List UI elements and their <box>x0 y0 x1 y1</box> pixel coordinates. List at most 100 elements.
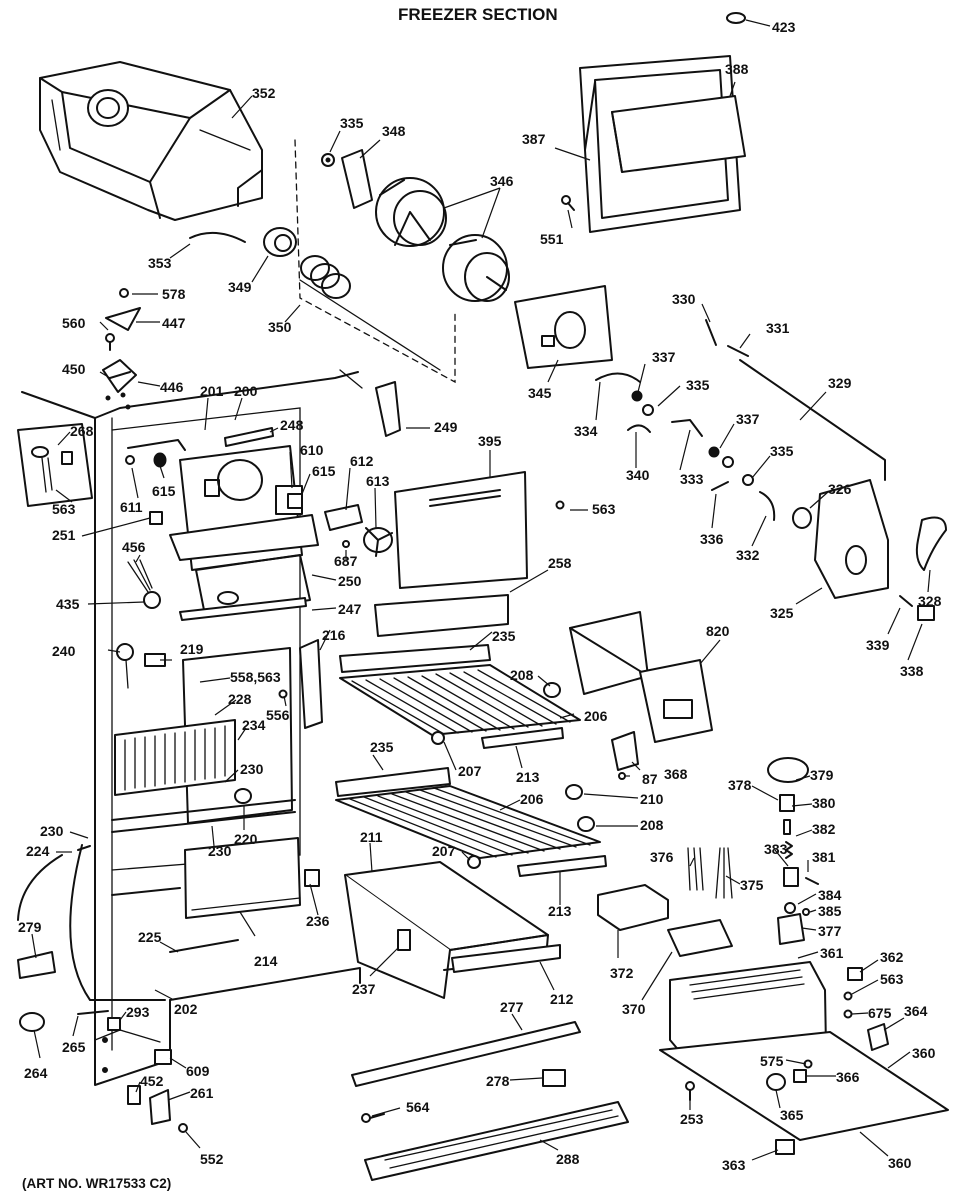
part-340-ejector-blade <box>627 424 651 433</box>
label-615-upper: 615 <box>312 463 336 479</box>
label-240: 240 <box>52 643 76 659</box>
label-575: 575 <box>760 1053 784 1069</box>
label-293: 293 <box>126 1004 150 1020</box>
label-339: 339 <box>866 637 890 653</box>
label-336: 336 <box>700 531 724 547</box>
part-388-chute-door <box>611 95 746 173</box>
part-220-grommet <box>234 788 252 804</box>
part-452-bracket <box>127 1085 141 1105</box>
label-376: 376 <box>650 849 674 865</box>
label-447: 447 <box>162 315 186 331</box>
part-675-screw <box>843 1009 853 1019</box>
label-395: 395 <box>478 433 502 449</box>
part-364-fitting <box>867 1023 889 1051</box>
label-208-upper: 208 <box>510 667 534 683</box>
part-279-bracket <box>17 951 56 979</box>
label-364: 364 <box>904 1003 928 1019</box>
label-335: 335 <box>340 115 364 131</box>
part-288-grille <box>364 1101 629 1181</box>
label-236: 236 <box>306 913 330 929</box>
label-206-upper: 206 <box>584 708 608 724</box>
part-338-clip <box>917 605 935 621</box>
label-384: 384 <box>818 887 842 903</box>
label-352: 352 <box>252 85 276 101</box>
part-210-clip <box>565 784 583 800</box>
label-551: 551 <box>540 231 564 247</box>
label-370: 370 <box>622 1001 646 1017</box>
label-206-lower: 206 <box>520 791 544 807</box>
part-labels: 423 352 335 348 346 387 388 551 353 349 … <box>18 19 942 1173</box>
label-563-right: 563 <box>880 971 904 987</box>
label-353: 353 <box>148 255 172 271</box>
part-556-screw <box>278 689 288 699</box>
label-360-upper: 360 <box>912 1045 936 1061</box>
label-251: 251 <box>52 527 76 543</box>
label-258: 258 <box>548 555 572 571</box>
label-446: 446 <box>160 379 184 395</box>
label-202: 202 <box>174 1001 198 1017</box>
label-337-lower: 337 <box>736 411 760 427</box>
part-213-shelf-rail-lower <box>517 855 607 877</box>
part-382-spring <box>785 841 793 859</box>
label-558-563: 558,563 <box>230 669 281 685</box>
part-208-fill-cup <box>543 682 561 698</box>
part-366-clip <box>793 1069 807 1083</box>
label-423: 423 <box>772 19 796 35</box>
label-331: 331 <box>766 320 790 336</box>
part-278-roller <box>542 1069 566 1087</box>
part-326-shaft <box>792 507 812 529</box>
part-456-wires <box>127 559 153 593</box>
part-207-glide-lower <box>467 855 481 869</box>
label-349: 349 <box>228 279 252 295</box>
label-278: 278 <box>486 1073 510 1089</box>
label-379: 379 <box>810 767 834 783</box>
part-372-cover <box>597 884 669 931</box>
label-435: 435 <box>56 596 80 612</box>
part-277-rail <box>351 1021 581 1087</box>
label-329: 329 <box>828 375 852 391</box>
label-360-lower: 360 <box>888 1155 912 1171</box>
part-395-panel <box>394 471 528 589</box>
part-615-clip <box>153 452 167 468</box>
part-211-basket <box>344 861 549 999</box>
label-687: 687 <box>334 553 358 569</box>
part-380-plunger <box>783 819 791 835</box>
part-349-gear <box>263 227 297 257</box>
label-378: 378 <box>728 777 752 793</box>
part-609-clip <box>154 1049 172 1065</box>
label-265: 265 <box>62 1039 86 1055</box>
label-235-upper: 235 <box>492 628 516 644</box>
part-264-plug <box>19 1012 45 1032</box>
label-212: 212 <box>550 991 574 1007</box>
part-235-shelf-front-lower <box>335 767 451 797</box>
part-379-bracket <box>779 794 795 812</box>
label-388: 388 <box>725 61 749 77</box>
label-563-left: 563 <box>52 501 76 517</box>
part-368-bracket <box>611 731 639 771</box>
label-277: 277 <box>500 999 524 1015</box>
part-820-ice-maker <box>569 611 713 743</box>
part-377-bracket <box>777 913 805 945</box>
part-560-screw <box>105 333 115 351</box>
part-383-cap <box>783 867 799 887</box>
part-375-harness <box>715 847 733 899</box>
label-234: 234 <box>242 717 266 733</box>
label-220: 220 <box>234 831 258 847</box>
label-385: 385 <box>818 903 842 919</box>
label-563-mid: 563 <box>592 501 616 517</box>
label-213-lower: 213 <box>548 903 572 919</box>
label-361: 361 <box>820 945 844 961</box>
label-249: 249 <box>434 419 458 435</box>
part-353-wire-rod <box>189 231 246 243</box>
part-216-bracket <box>299 639 323 729</box>
part-370-relay <box>667 919 733 957</box>
label-214: 214 <box>254 953 278 969</box>
label-340: 340 <box>626 467 650 483</box>
label-261: 261 <box>190 1085 214 1101</box>
part-251-clip <box>149 511 163 525</box>
part-612-fan-bracket <box>324 504 363 531</box>
part-378-coil <box>767 757 809 783</box>
label-248: 248 <box>280 417 304 433</box>
part-213-shelf-rail-upper <box>481 727 564 749</box>
